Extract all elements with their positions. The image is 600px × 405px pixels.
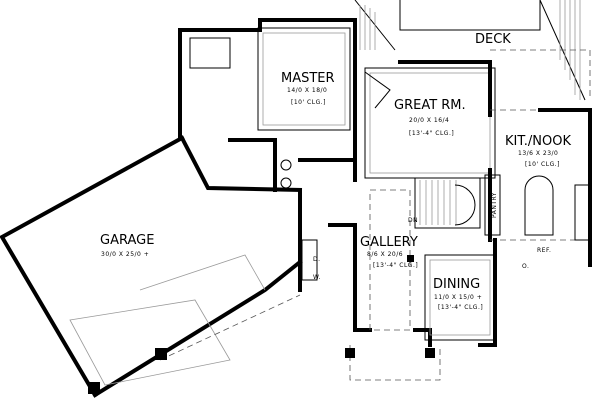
master-ceiling: [10' CLG.] (291, 99, 326, 106)
dining-ceiling: [13'-4" CLG.] (438, 304, 483, 311)
gallery-size: 8/6 X 20/6 (367, 251, 403, 258)
garage-label: GARAGE (100, 233, 154, 248)
kitchen-nook-label: KIT./NOOK (505, 134, 571, 149)
washer-label: W. (313, 274, 321, 281)
oven-label: O. (522, 263, 529, 270)
garage (0, 135, 303, 398)
deck (354, 0, 591, 101)
dryer-label: D. (313, 256, 321, 263)
kitchen-nook-ceiling: [10' CLG.] (525, 161, 560, 168)
great-room-label: GREAT RM. (394, 98, 466, 113)
gallery-dining (298, 188, 497, 381)
refrigerator-label: REF. (537, 247, 551, 254)
master-label: MASTER (281, 71, 335, 86)
deck-label: DECK (475, 32, 511, 47)
great-room-ceiling: [13'-4" CLG.] (409, 130, 454, 137)
dining-size: 11/0 X 15/0 + (434, 294, 482, 301)
garage-size: 30/0 X 25/0 + (101, 251, 149, 258)
stairs-down-label: DN (408, 217, 418, 224)
kitchen-nook-size: 13/6 X 23/0 (518, 150, 558, 157)
great-room (353, 60, 496, 182)
stairs (414, 177, 481, 229)
master-size: 14/0 X 18/0 (287, 87, 327, 94)
great-room-size: 20/0 X 16/4 (409, 117, 449, 124)
gallery-label: GALLERY (360, 235, 418, 250)
gallery-ceiling: [13'-4" CLG.] (373, 262, 418, 269)
pantry-label: PANTRY (491, 192, 498, 218)
kitchen-nook (484, 60, 592, 267)
dining-label: DINING (433, 277, 480, 292)
